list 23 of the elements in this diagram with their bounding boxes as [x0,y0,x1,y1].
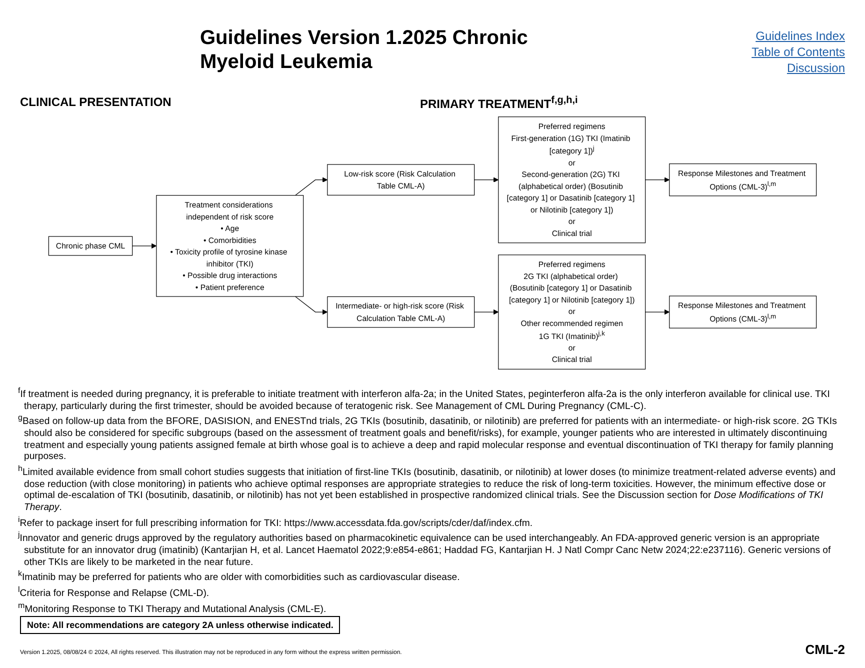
page-number: CML-2 [805,642,845,657]
footnote: $^{k}$Imatinib may be preferred for patients who are older with comorbidities such as cardiovascular disease. [18,568,461,584]
footnote: $^{j}$Innovator and generic drugs approved by the regulatory authorities based on pharmacokinetic equivalence can be used interchangeably. An FDA-approved generic version is an appropriate substitute for an innovator drug (imatinib) (Kantarjian H, et al. Lancet Haematol 2022;9:e854-e861; Haddad FG, Kantarjian H. J Natl Compr Canc Netw 2024;22:e237116). Generic versions of other TKIs are likely to be marketed in the near future. [18,529,832,568]
footnote: $^{f}$If treatment is needed during pregnancy, it is preferable to initiate treatment with interferon alfa-2a; in the United States, peginterferon alfa-2a is the only interferon available for clinical use. TKI therapy, particularly during the first trimester, should be avoided because of teratogenic risk. See Management of CML During Pregnancy (CML-C). [18,385,831,412]
link: Discussion [786,60,845,76]
arrow [645,177,670,182]
arrow [474,177,499,182]
arrow [294,296,328,315]
footnote: $^{i}$Refer to package insert for full prescribing information for TKI: https://www.accessdata.fda.gov/scripts/cder/daf/index.cfm. [18,514,534,530]
arrow [474,309,499,315]
column-heading: CLINICAL PRESENTATION [20,95,172,109]
column-heading: PRIMARY TREATMENT$^{f,g,h,i}$ [420,95,578,111]
arrow [645,309,670,315]
footnote: $^{m}$Monitoring Response to TKI Therapy and Mutational Analysis (CML-E). [18,600,328,616]
link: Guidelines Index [754,28,845,44]
arrow [294,177,328,196]
footnote: $^{h}$Limited available evidence from small cohort studies suggests that initiation of first-line TKIs (bosutinib, dasatinib, or nilotinib) at lower doses (to minimize treatment-related adverse events) and dose reduction (with close monitoring) in patients who achieve optimal responses are appropriate strategies to reduce the risk of long-term toxicities. However, the minimum effective dose or optimal de-escalation of TKI (bosutinib, dasatinib, or nilotinib) has not yet been established in prospective randomized clinical trials. See the Discussion section for Dose Modifications of TKI Therapy. [18,462,836,514]
page-title: Guidelines Version 1.2025 Chronic Myeloid Leukemia [200,26,529,74]
arrow [132,243,157,249]
link: Table of Contents [752,44,845,60]
footnote: $^{g}$Based on follow-up data from the BFORE, DASISION, and ENESTnd trials, 2G TKIs (bosutinib, dasatinib, or nilotinib) are preferred for patients with an intermediate- or high-risk score. 2G TKIs should also be considered for specific subgroups (based on the assessment of treatment goals and benefit/risks), for example, younger patients who are interested in ultimately discontinuing treatment and especially young patients assigned female at birth whose goal is to achieve a deep and rapid molecular response and eventual discontinuation of TKI therapy for family planning purposes. [18,412,838,463]
footnote: $^{l}$Criteria for Response and Relapse (CML-D). [18,584,210,600]
note-box: Note: All recommendations are category 2A unless otherwise indicated. [20,616,340,634]
